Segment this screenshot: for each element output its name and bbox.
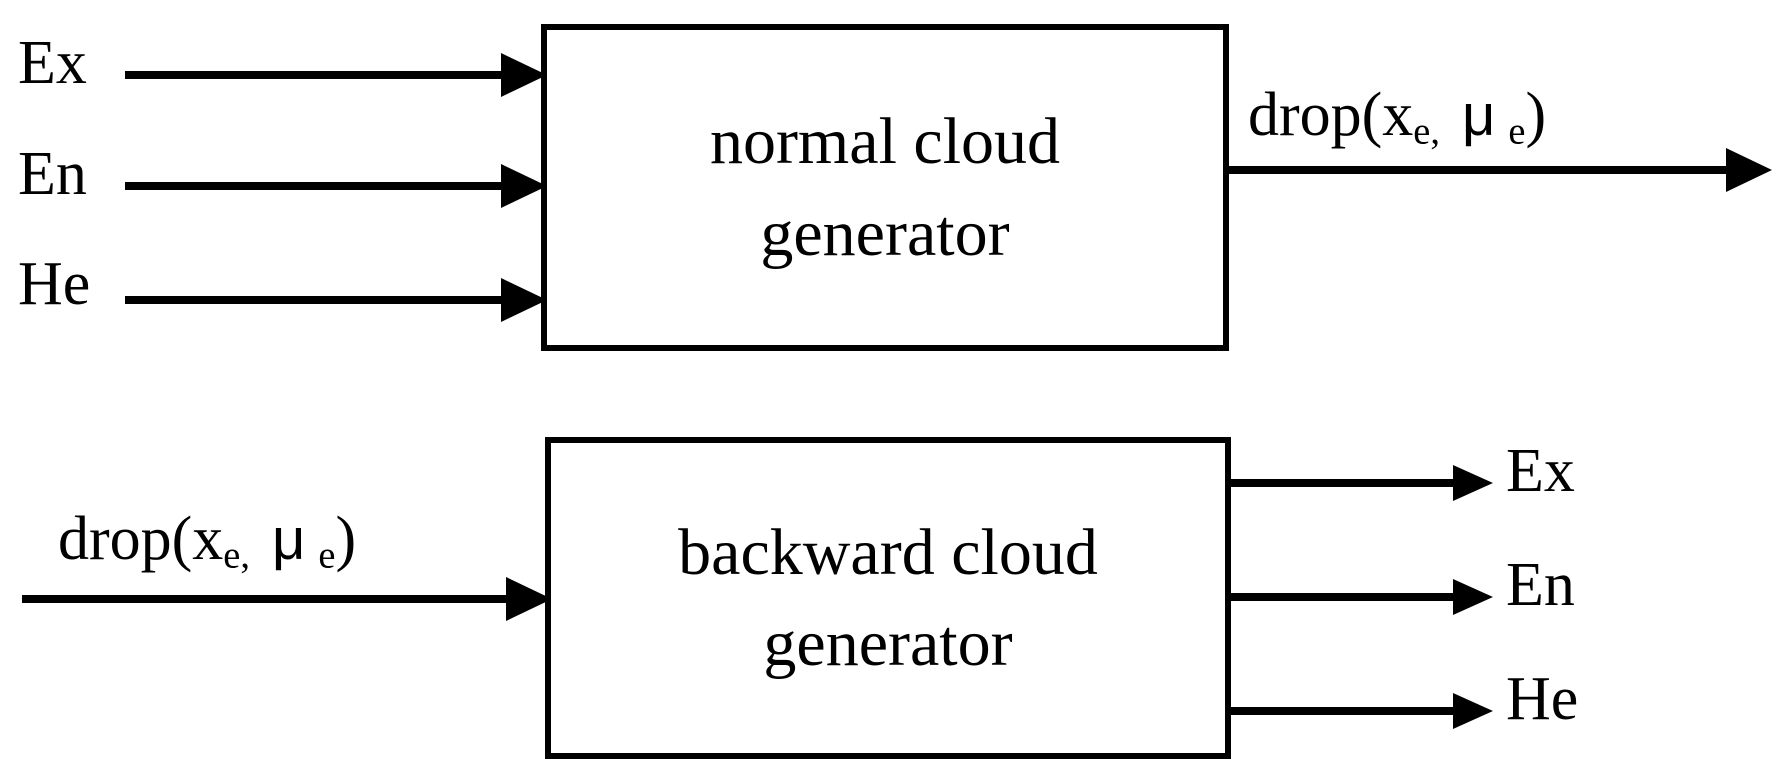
- formula-close-paren: ): [335, 505, 357, 573]
- arrow-shaft: [1231, 479, 1453, 487]
- arrow-head: [1726, 148, 1772, 192]
- formula-subscript-1: e,: [1413, 110, 1440, 153]
- arrow-shaft: [1231, 593, 1453, 601]
- arrow-shaft: [125, 182, 501, 190]
- normal-cloud-generator-label: normal cloud generator: [709, 105, 1061, 270]
- arrow-shaft: [125, 296, 501, 304]
- backward-cloud-generator-block[interactable]: backward cloud generator: [545, 437, 1231, 759]
- formula-greek-mu: μ: [1461, 83, 1496, 148]
- arrow-shaft: [1229, 166, 1726, 174]
- arrow-shaft: [125, 71, 501, 79]
- arrow-head: [501, 53, 547, 97]
- arrow-head: [506, 577, 552, 621]
- normal-cloud-generator-block[interactable]: normal cloud generator: [541, 24, 1229, 351]
- formula-subscript-2: e: [318, 534, 336, 577]
- formula-close-paren: ): [1525, 81, 1547, 149]
- bottom-output-label-he: He: [1506, 665, 1579, 733]
- top-input-label-en: En: [18, 140, 87, 208]
- bottom-output-label-ex: Ex: [1506, 437, 1575, 505]
- arrow-shaft: [1231, 707, 1453, 715]
- arrow-head: [1453, 465, 1493, 501]
- formula-subscript-2: e: [1508, 110, 1526, 153]
- arrow-head: [501, 164, 547, 208]
- arrow-shaft: [22, 595, 506, 603]
- backward-cloud-generator-label: backward cloud generator: [678, 515, 1098, 680]
- arrow-head: [501, 278, 547, 322]
- formula-greek-mu: μ: [271, 507, 306, 572]
- top-input-label-he: He: [18, 250, 91, 318]
- arrow-head: [1453, 579, 1493, 615]
- arrow-head: [1453, 693, 1493, 729]
- bottom-output-label-en: En: [1506, 551, 1575, 619]
- formula-subscript-1: e,: [223, 534, 250, 577]
- formula-func: drop(x: [1248, 81, 1414, 149]
- top-input-label-ex: Ex: [18, 29, 87, 97]
- formula-func: drop(x: [58, 505, 224, 573]
